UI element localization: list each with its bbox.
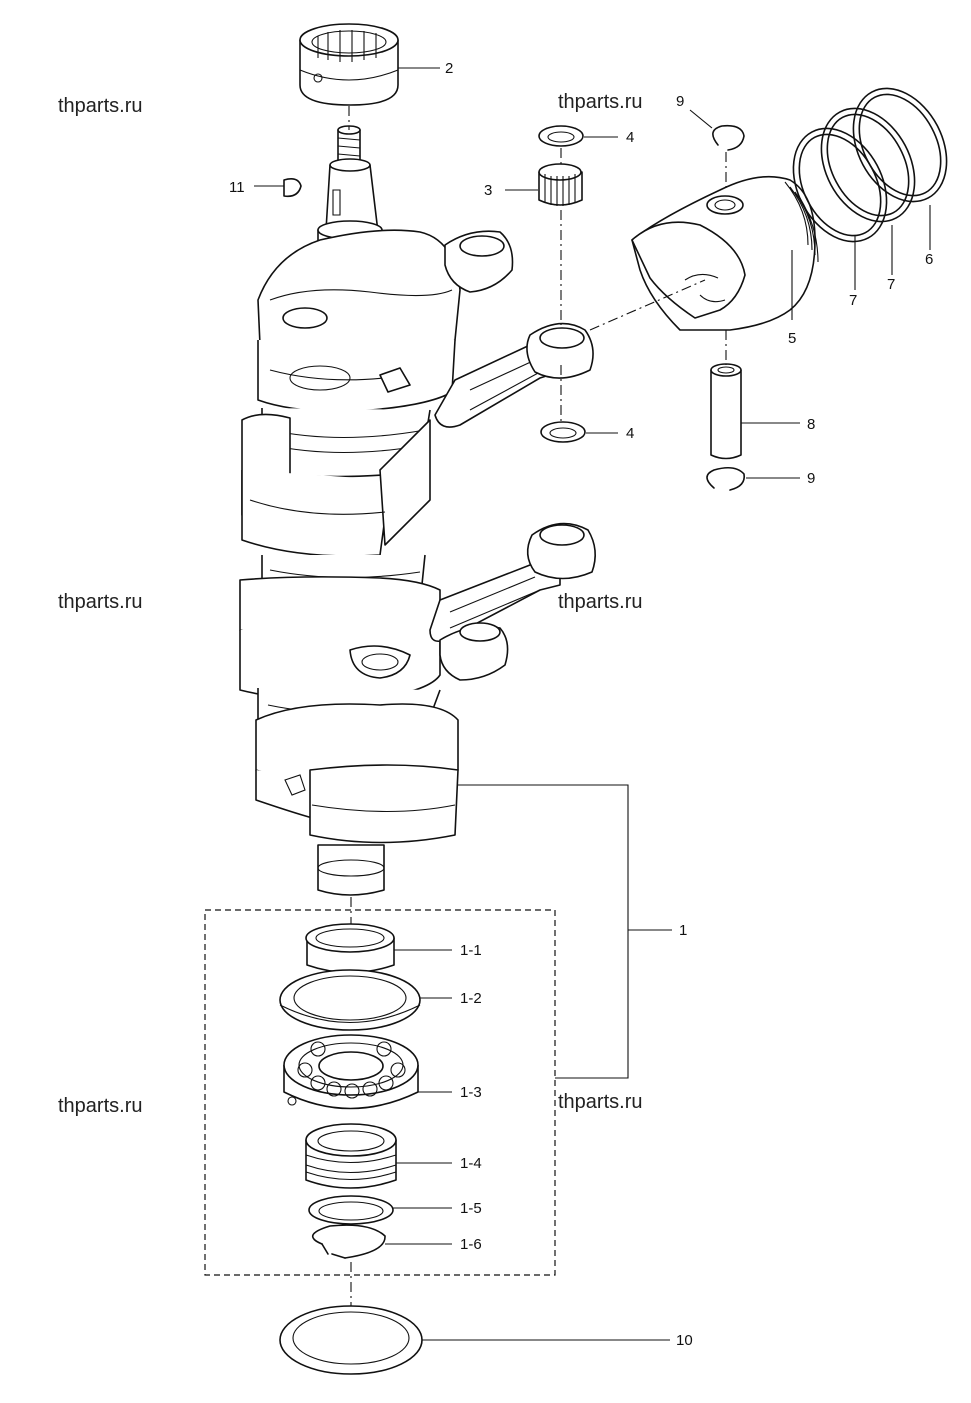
- ball-bearing-part-1-3: [283, 1034, 419, 1110]
- circlip-part-9-top: [712, 124, 745, 151]
- watermarks: thparts.ru thparts.ru thparts.ru thparts…: [58, 91, 642, 1117]
- callout-1: 1: [679, 922, 687, 939]
- piston-rings: [792, 87, 948, 243]
- piston-part-5: [631, 175, 819, 331]
- watermark: thparts.ru: [558, 1091, 642, 1113]
- watermark: thparts.ru: [558, 91, 642, 113]
- callout-4-bottom: 4: [626, 425, 634, 442]
- snap-ring-part-1-6: [312, 1224, 386, 1259]
- seal-ring-part-10: [279, 1305, 423, 1375]
- connecting-rod-lower: [429, 522, 596, 681]
- watermark: thparts.ru: [58, 591, 142, 613]
- callout-8: 8: [807, 416, 815, 433]
- circlip-part-9-bottom: [706, 466, 746, 491]
- callout-9-bottom: 9: [807, 470, 815, 487]
- washer-part-1-2: [279, 969, 421, 1031]
- callout-10: 10: [676, 1332, 693, 1349]
- callout-labels: 2 3 4 4 5 6 7 7 8 9 9 11 1 1-1 1-2 1-3 1…: [229, 60, 933, 1349]
- callout-11: 11: [229, 179, 245, 196]
- crankshaft-body: [239, 229, 461, 896]
- sleeve-part-1-1: [305, 923, 395, 974]
- assembly-center-lines: [348, 106, 727, 1330]
- needle-bearing-part-2: [299, 23, 399, 106]
- watermark: thparts.ru: [58, 1095, 142, 1117]
- washer-part-4-bottom: [540, 421, 586, 443]
- piston-pin-part-8: [710, 363, 742, 460]
- callout-7-b: 7: [887, 276, 895, 293]
- woodruff-key-part-11: [283, 178, 302, 198]
- callout-1-5: 1-5: [460, 1200, 482, 1217]
- callout-9-top: 9: [676, 93, 684, 110]
- callout-2: 2: [445, 60, 453, 77]
- callout-1-6: 1-6: [460, 1236, 482, 1253]
- subassembly-box: [204, 909, 556, 1276]
- washer-part-4-top: [538, 125, 584, 147]
- callout-6: 6: [925, 251, 933, 268]
- callout-1-4: 1-4: [460, 1155, 482, 1172]
- callout-1-1: 1-1: [460, 942, 482, 959]
- needle-bearing-part-3: [538, 163, 583, 206]
- callout-1-3: 1-3: [460, 1084, 482, 1101]
- connecting-rod-upper: [434, 230, 594, 428]
- callout-1-2: 1-2: [460, 990, 482, 1007]
- washer-part-1-5: [308, 1195, 394, 1225]
- leader-lines: [254, 67, 931, 1341]
- callout-5: 5: [788, 330, 796, 347]
- watermark: thparts.ru: [558, 591, 642, 613]
- collar-part-1-4: [305, 1123, 397, 1189]
- callout-3: 3: [484, 182, 492, 199]
- callout-7-a: 7: [849, 292, 857, 309]
- callout-4-top: 4: [626, 129, 634, 146]
- watermark: thparts.ru: [58, 95, 142, 117]
